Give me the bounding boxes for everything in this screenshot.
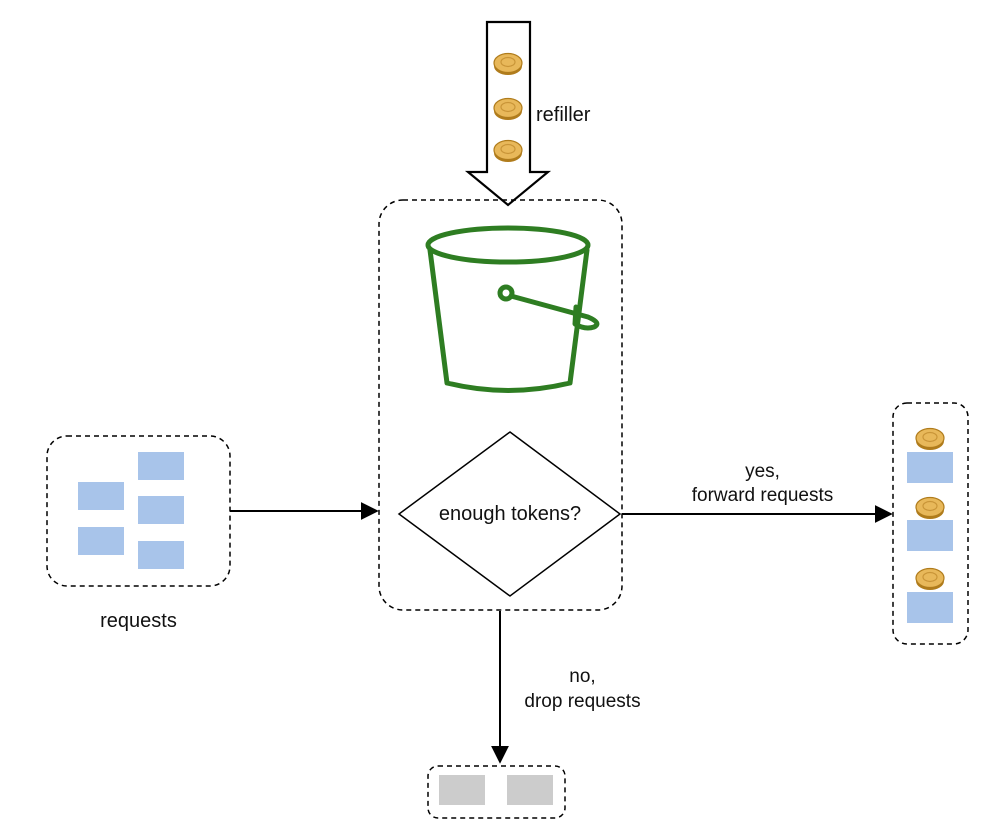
bucket-icon (425, 225, 600, 393)
forward-label-line2: forward requests (691, 485, 834, 506)
dropped-request-block (439, 775, 485, 805)
dropped-container (427, 765, 566, 819)
request-block (138, 496, 184, 524)
forwarded-request-block (907, 452, 953, 483)
dropped-request-block (507, 775, 553, 805)
drop-label-line1: no, (569, 666, 596, 687)
request-block (138, 452, 184, 480)
forwarded-container (892, 402, 969, 645)
forwarded-coin (915, 427, 945, 451)
refiller-coin (493, 97, 523, 121)
request-block (78, 527, 124, 555)
forward-label-line1: yes, (745, 461, 780, 482)
request-block (138, 541, 184, 569)
refiller-coin (493, 139, 523, 163)
decision-label: enough tokens? (438, 503, 582, 525)
forwarded-request-block (907, 520, 953, 551)
drop-label-line2: drop requests (524, 691, 641, 712)
refiller-label: refiller (536, 104, 591, 126)
forwarded-request-block (907, 592, 953, 623)
forwarded-coin (915, 567, 945, 591)
bucket-container (378, 199, 623, 611)
forwarded-coin (915, 496, 945, 520)
refiller-coin (493, 52, 523, 76)
request-block (78, 482, 124, 510)
decision-diamond (397, 431, 622, 597)
requests-label: requests (100, 610, 177, 632)
